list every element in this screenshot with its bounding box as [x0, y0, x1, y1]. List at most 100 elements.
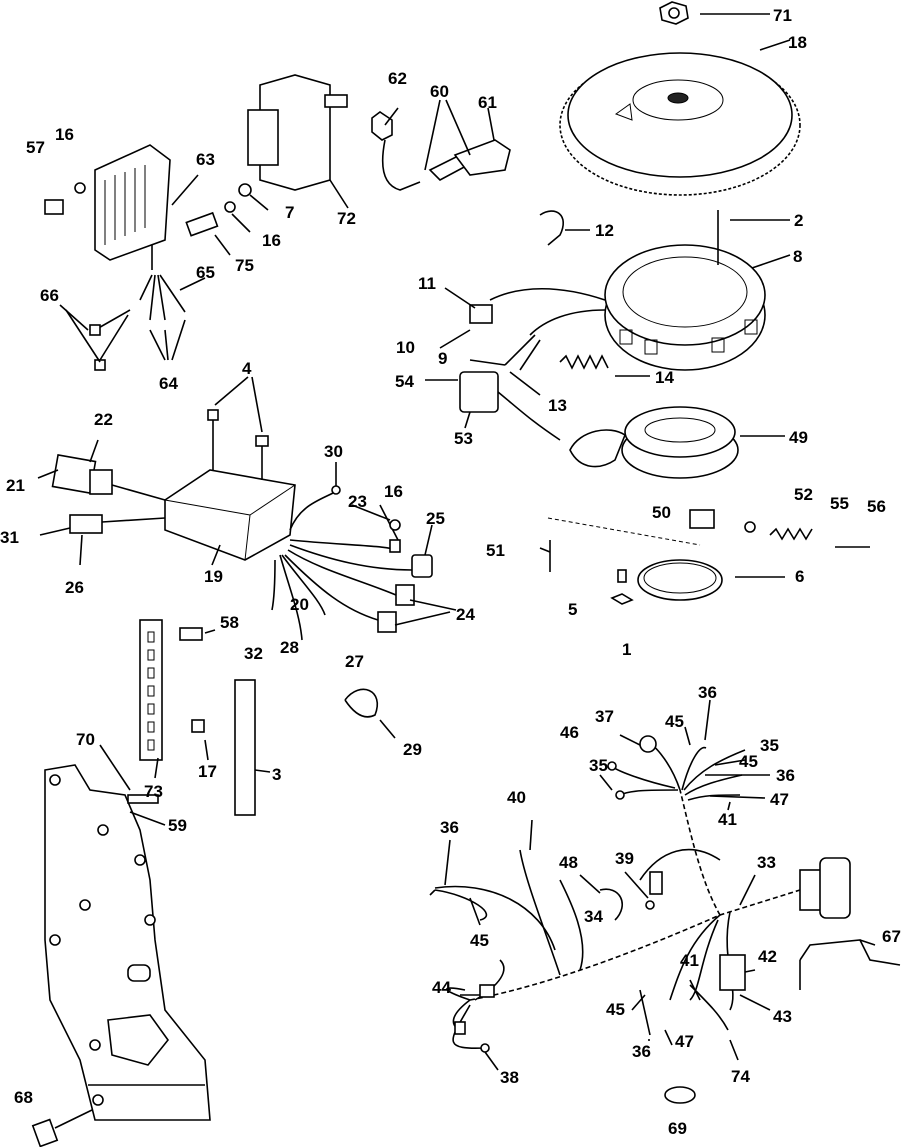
nut-part	[659, 1, 770, 25]
label-33: 33	[757, 853, 776, 872]
label-59: 59	[168, 816, 187, 835]
label-47a: 47	[770, 790, 789, 809]
label-58: 58	[220, 613, 239, 632]
label-64: 64	[159, 374, 178, 393]
label-75: 75	[235, 256, 254, 275]
label-25: 25	[426, 509, 445, 528]
stator-leads	[439, 287, 606, 396]
label-21: 21	[6, 476, 25, 495]
label-36b: 36	[776, 766, 795, 785]
label-20: 20	[290, 595, 309, 614]
label-54: 54	[395, 372, 414, 391]
label-14: 14	[655, 368, 674, 387]
label-2: 2	[794, 211, 803, 230]
label-45a: 45	[665, 712, 684, 731]
label-36a: 36	[698, 683, 717, 702]
ignition-coil-part	[185, 74, 349, 256]
label-53: 53	[454, 429, 473, 448]
label-47b: 47	[675, 1032, 694, 1051]
label-56: 56	[867, 497, 886, 516]
label-69: 69	[668, 1119, 687, 1138]
label-18: 18	[788, 33, 807, 52]
power-pack-part	[37, 376, 457, 641]
label-45b: 45	[739, 752, 758, 771]
label-72: 72	[337, 209, 356, 228]
label-46: 46	[560, 723, 579, 742]
label-44: 44	[432, 978, 451, 997]
stator-part	[604, 210, 791, 371]
label-3: 3	[272, 765, 281, 784]
label-67: 67	[882, 927, 901, 946]
label-10: 10	[396, 338, 415, 357]
label-65: 65	[196, 263, 215, 282]
label-27: 27	[345, 652, 364, 671]
label-17: 17	[198, 762, 217, 781]
label-41b: 41	[680, 951, 699, 970]
label-62: 62	[388, 69, 407, 88]
label-16c: 16	[384, 482, 403, 501]
label-45d: 45	[606, 1000, 625, 1019]
label-38: 38	[500, 1068, 519, 1087]
label-23: 23	[348, 492, 367, 511]
label-39: 39	[615, 849, 634, 868]
label-60: 60	[430, 82, 449, 101]
label-19: 19	[204, 567, 223, 586]
label-8: 8	[793, 247, 802, 266]
retainer-6-part	[539, 509, 870, 605]
label-13: 13	[548, 396, 567, 415]
label-35b: 35	[589, 756, 608, 775]
label-63: 63	[196, 150, 215, 169]
spring-14-part	[559, 354, 650, 377]
label-5: 5	[568, 600, 577, 619]
flywheel-part	[559, 39, 801, 196]
label-35a: 35	[760, 736, 779, 755]
rectifier-part	[44, 144, 206, 371]
label-12: 12	[595, 221, 614, 240]
label-36d: 36	[632, 1042, 651, 1061]
label-74: 74	[731, 1067, 750, 1086]
label-52: 52	[794, 485, 813, 504]
label-48: 48	[559, 853, 578, 872]
label-37: 37	[595, 707, 614, 726]
label-55: 55	[830, 494, 849, 513]
label-71: 71	[773, 6, 792, 25]
part-number-labels: 1 2 3 4 5 6 7 8 9 10 11 12 13 14 16 16 1…	[0, 6, 901, 1138]
terminal-strip-part	[139, 619, 271, 816]
ground-strap-part	[344, 688, 396, 739]
label-50: 50	[652, 503, 671, 522]
label-70: 70	[76, 730, 95, 749]
label-51: 51	[486, 541, 505, 560]
label-66: 66	[40, 286, 59, 305]
label-29: 29	[403, 740, 422, 759]
label-1: 1	[622, 640, 631, 659]
label-30: 30	[324, 442, 343, 461]
label-36c: 36	[440, 818, 459, 837]
label-42: 42	[758, 947, 777, 966]
label-7: 7	[285, 203, 294, 222]
label-57: 57	[26, 138, 45, 157]
mounting-plate-part	[31, 744, 211, 1147]
label-11: 11	[418, 274, 436, 293]
label-28: 28	[280, 638, 299, 657]
label-34: 34	[584, 907, 603, 926]
label-4: 4	[242, 359, 252, 378]
label-32: 32	[244, 644, 263, 663]
label-16a: 16	[55, 125, 74, 144]
clamp-12-part	[539, 210, 590, 246]
label-16b: 16	[262, 231, 281, 250]
label-40: 40	[507, 788, 526, 807]
label-9: 9	[438, 349, 447, 368]
timer-base-part	[425, 371, 785, 479]
label-68: 68	[14, 1088, 33, 1107]
label-49: 49	[789, 428, 808, 447]
spark-plug-leads-part	[371, 99, 511, 191]
leader-lines	[444, 699, 876, 1071]
label-31: 31	[0, 528, 19, 547]
label-6: 6	[795, 567, 804, 586]
label-61: 61	[478, 93, 497, 112]
label-73: 73	[144, 782, 163, 801]
wiring-harness-part	[429, 735, 901, 1104]
label-22: 22	[94, 410, 113, 429]
